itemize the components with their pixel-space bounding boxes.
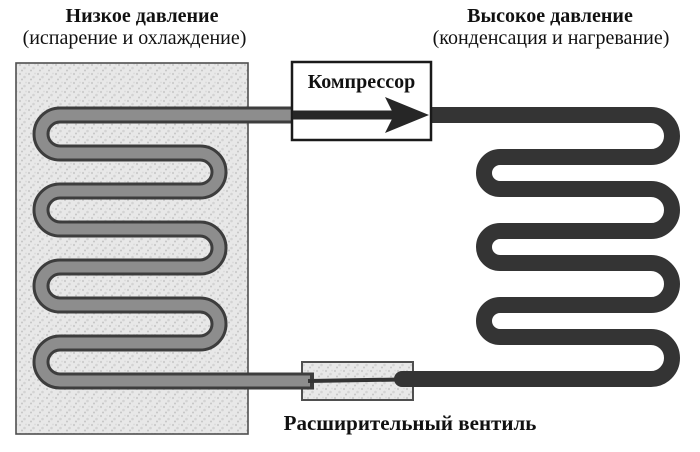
low-pressure-subtitle: (испарение и охлаждение) xyxy=(22,27,247,49)
flow-arrow-head xyxy=(385,97,429,133)
capillary-tube xyxy=(307,377,402,383)
condenser-coil xyxy=(394,107,680,387)
flow-arrow-icon xyxy=(293,97,429,133)
high-pressure-subtitle: (конденсация и нагревание) xyxy=(432,27,670,49)
expansion-valve-label: Расширительный вентиль xyxy=(283,411,537,435)
compressor-label: Компрессор xyxy=(307,71,416,93)
high-pressure-title: Высокое давление xyxy=(467,5,633,27)
low-pressure-title: Низкое давление xyxy=(65,5,219,27)
evaporator-coil xyxy=(32,106,314,390)
evaporator-coil-fill xyxy=(35,109,310,387)
compressor-box xyxy=(290,60,433,142)
